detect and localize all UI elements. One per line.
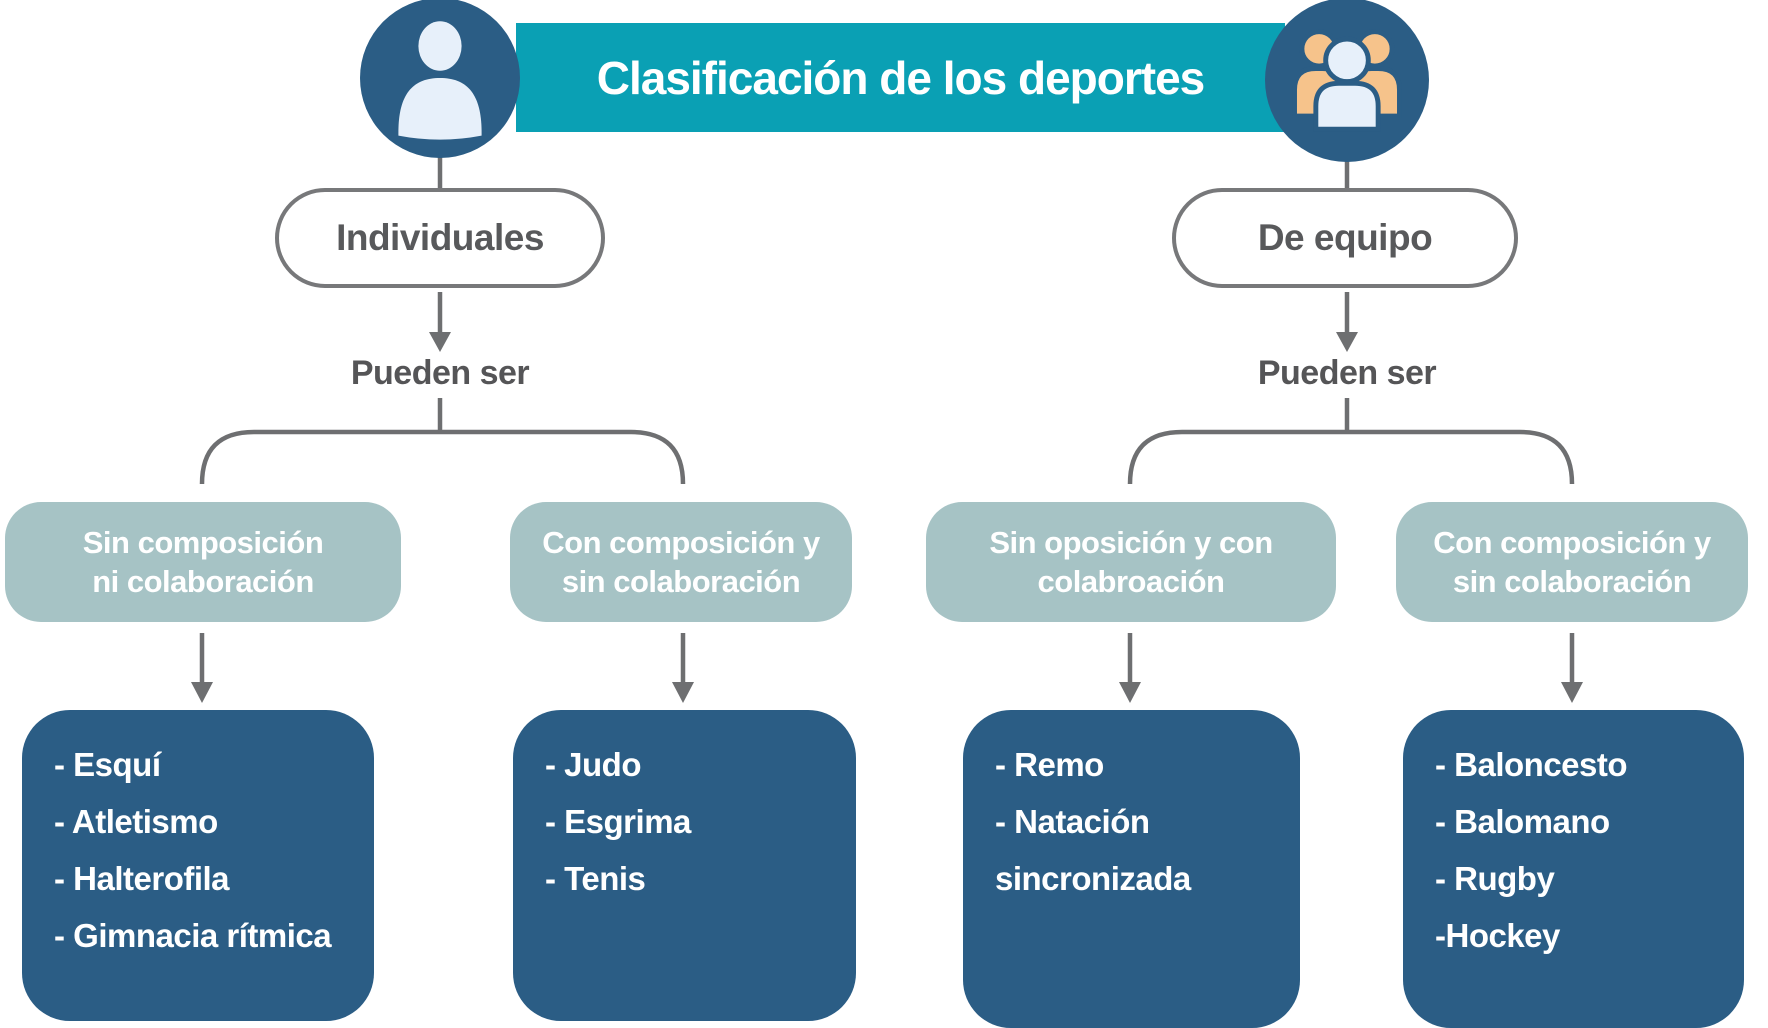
- pueden-ser-label-right: Pueden ser: [1257, 354, 1437, 392]
- individual-sports-circle: [360, 0, 520, 158]
- sport-item: - Balomano: [1435, 803, 1610, 840]
- sports-list-equipo-con-composicion: - Baloncesto - Balomano - Rugby -Hockey: [1403, 710, 1744, 1028]
- single-person-icon: [398, 21, 482, 140]
- category-con-composicion-2: Con composición y sin colaboración: [1396, 502, 1748, 622]
- category-line: sin colaboración: [561, 564, 801, 599]
- category-line: Sin composición: [82, 525, 324, 560]
- sports-list-individual-sin-composicion: - Esquí - Atletismo - Halterofila - Gimn…: [22, 710, 374, 1021]
- title-banner: Clasificación de los deportes: [516, 23, 1285, 132]
- sport-item: - Halterofila: [54, 860, 230, 897]
- sport-item: - Atletismo: [54, 803, 218, 840]
- sports-list-individual-con-composicion: - Judo - Esgrima - Tenis: [513, 710, 856, 1021]
- sport-item: - Remo: [995, 746, 1104, 783]
- category-line: colabroación: [1037, 564, 1225, 599]
- arrowhead-cat-3: [1119, 682, 1141, 703]
- sport-item: sincronizada: [995, 860, 1191, 897]
- page-title: Clasificación de los deportes: [596, 51, 1206, 104]
- arrowhead-cat-2: [672, 682, 694, 703]
- team-sports-circle: [1265, 0, 1429, 162]
- category-line: Con composición y: [1433, 525, 1711, 560]
- sport-item: - Judo: [545, 746, 641, 783]
- category-line: Con composición y: [542, 525, 820, 560]
- category-sin-oposicion: Sin oposición y con colabroación: [926, 502, 1336, 622]
- branch-de-equipo: De equipo: [1172, 188, 1518, 288]
- sport-item: - Tenis: [545, 860, 646, 897]
- sports-list-equipo-sin-oposicion: - Remo - Natación sincronizada: [963, 710, 1300, 1028]
- sport-item: - Esgrima: [545, 803, 691, 840]
- sport-item: - Esquí: [54, 746, 161, 783]
- arrowhead-cat-4: [1561, 682, 1583, 703]
- category-sin-composicion: Sin composición ni colaboración: [5, 502, 401, 622]
- pueden-ser-label-left: Pueden ser: [350, 354, 530, 392]
- arrowhead-pill-right: [1336, 332, 1358, 352]
- sport-item: - Baloncesto: [1435, 746, 1628, 783]
- category-con-composicion-1: Con composición y sin colaboración: [510, 502, 852, 622]
- sport-item: -Hockey: [1435, 917, 1560, 954]
- sport-item: - Rugby: [1435, 860, 1555, 897]
- group-people-icon: [1292, 29, 1402, 132]
- sport-item: - Gimnacia rítmica: [54, 917, 332, 954]
- bracket-right: [1127, 429, 1575, 485]
- arrowhead-pill-left: [429, 332, 451, 352]
- category-line: Sin oposición y con: [989, 525, 1273, 560]
- sport-item: - Natación: [995, 803, 1150, 840]
- category-line: ni colaboración: [92, 564, 314, 599]
- arrowhead-cat-1: [191, 682, 213, 703]
- category-line: sin colaboración: [1452, 564, 1692, 599]
- branch-individuales: Individuales: [275, 188, 605, 288]
- bracket-left: [199, 429, 686, 485]
